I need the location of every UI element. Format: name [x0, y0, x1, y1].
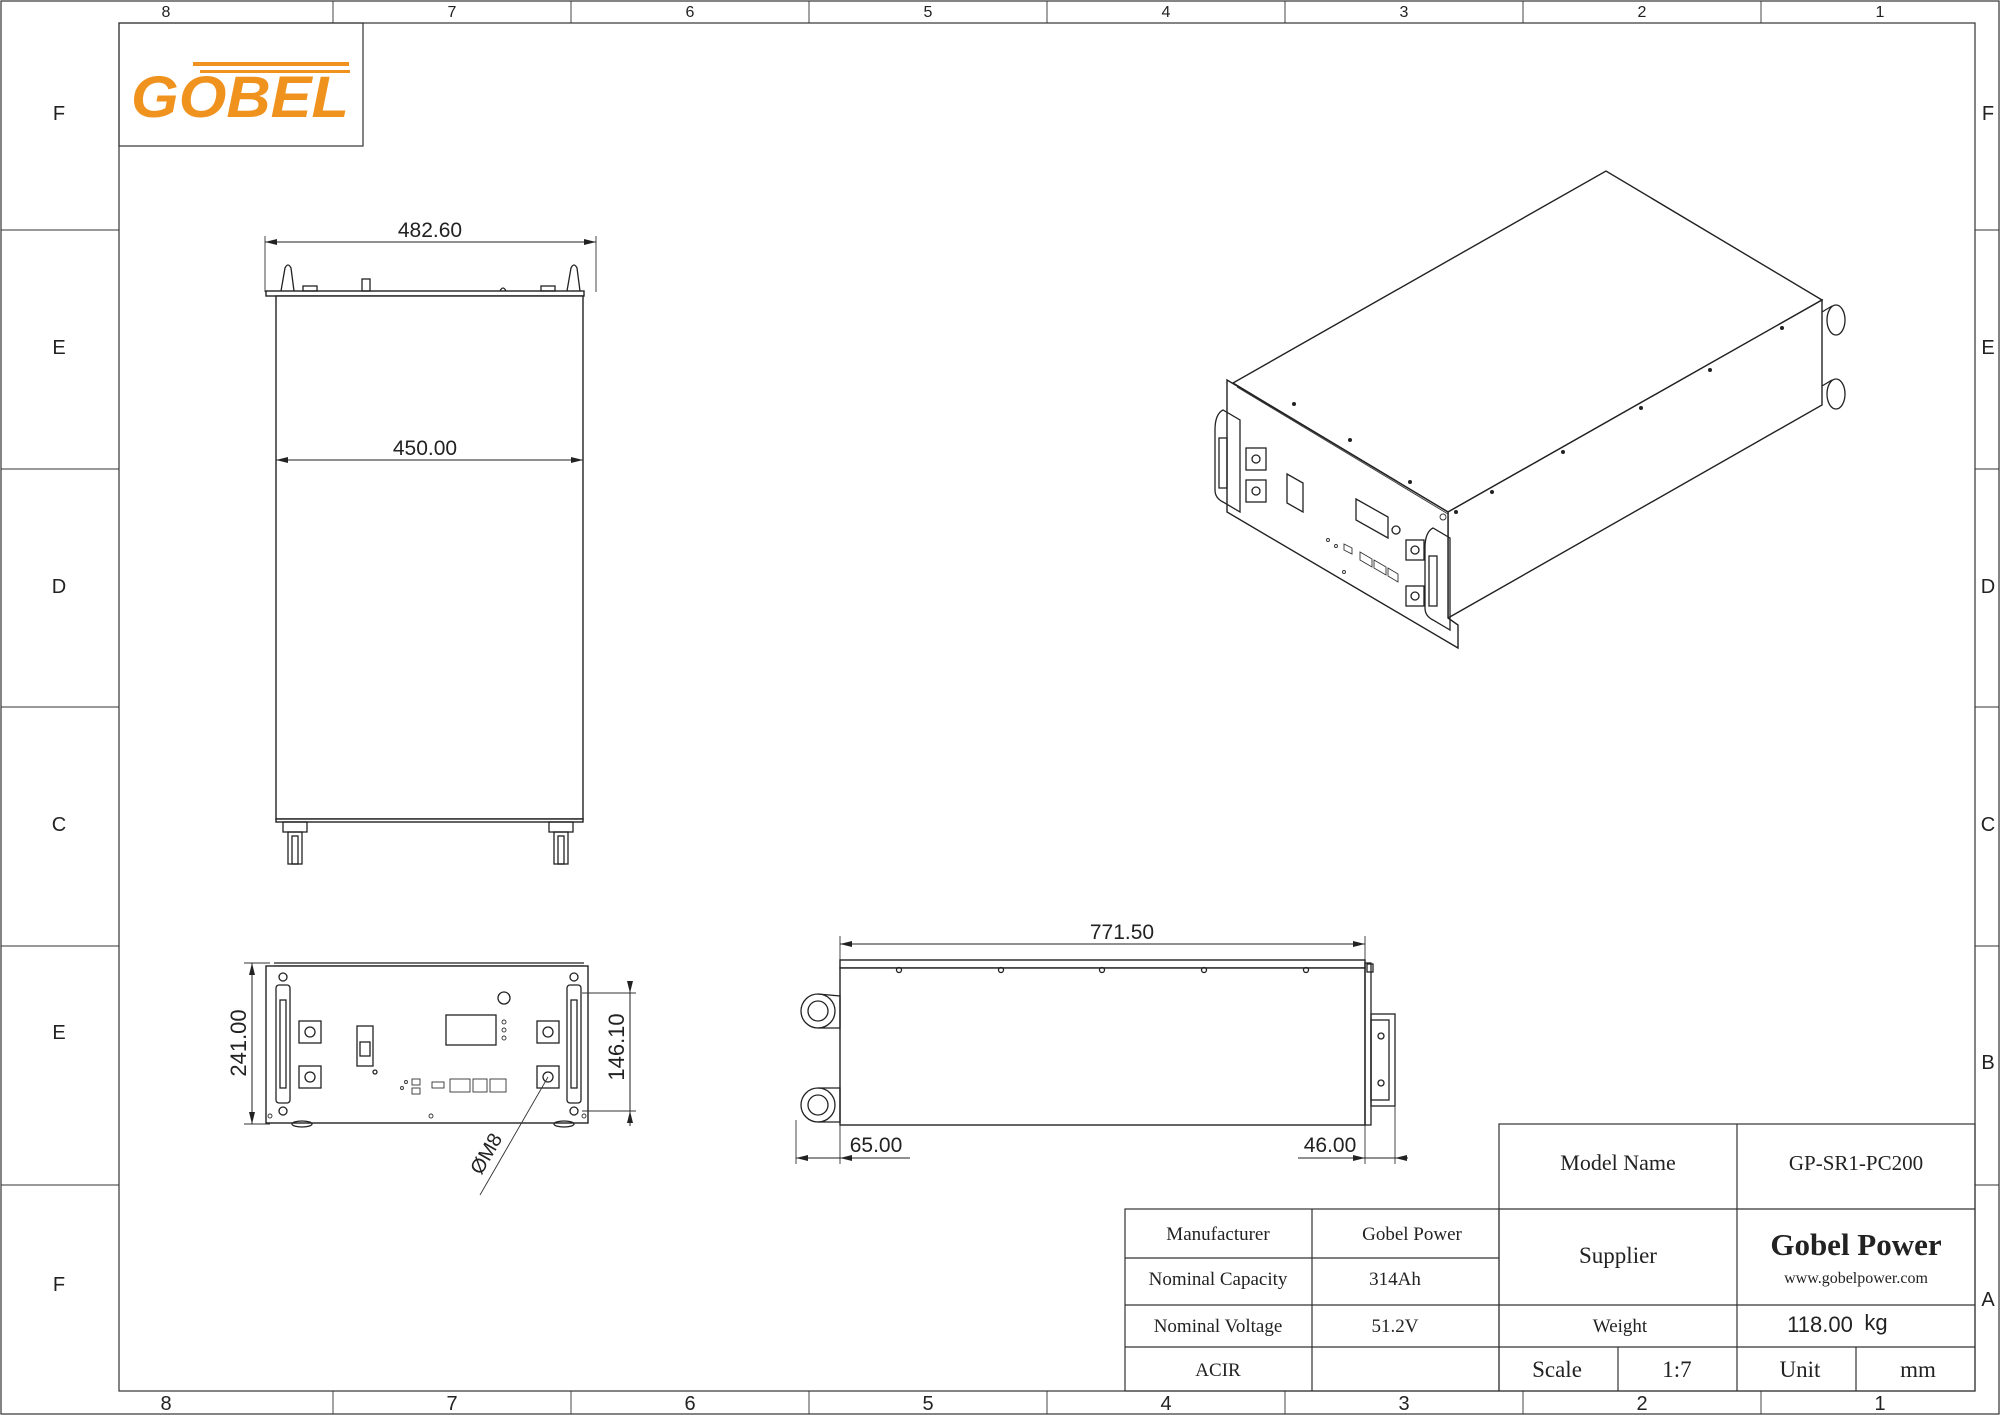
row-label: E [1981, 337, 1994, 359]
supplier-url: www.gobelpower.com [1784, 1270, 1928, 1287]
col-label: 4 [1162, 4, 1171, 21]
col-label: 8 [162, 4, 171, 21]
row-label: E [52, 1022, 65, 1044]
col-label: 8 [160, 1393, 171, 1415]
scale-value: 1:7 [1662, 1357, 1691, 1382]
col-label: 7 [446, 1393, 457, 1415]
voltage-value: 51.2V [1372, 1316, 1419, 1337]
acir-label: ACIR [1195, 1360, 1241, 1381]
supplier-label: Supplier [1579, 1243, 1657, 1268]
gobel-logo: GOBEL [131, 62, 350, 130]
dim-front-height: 241.00 [226, 1009, 251, 1076]
dim-front-inner-height: 146.10 [604, 1013, 629, 1080]
front-terminals [298, 1020, 560, 1089]
scale-label: Scale [1532, 1357, 1582, 1382]
dim-side-right-offset: 46.00 [1304, 1134, 1357, 1157]
logo-box: GOBEL [118, 22, 364, 147]
dim-top-outer-width: 482.60 [398, 219, 462, 242]
col-label: 3 [1398, 1393, 1409, 1415]
title-block: Model Name GP-SR1-PC200 Supplier Gobel P… [1124, 1123, 1976, 1392]
col-label: 6 [684, 1393, 695, 1415]
row-label: F [53, 1274, 65, 1296]
unit-label: Unit [1780, 1357, 1822, 1382]
dim-bolt-m8: ØM8 [466, 1130, 507, 1179]
front-ports [400, 1078, 507, 1095]
row-label: C [1981, 814, 1995, 836]
row-label: F [53, 103, 65, 125]
top-view: 482.60 450.00 [264, 219, 597, 865]
caster-left [282, 821, 308, 865]
row-labels-right: F E D C B A [1981, 103, 1996, 1311]
dim-side-length: 771.50 [1090, 921, 1154, 944]
row-label: A [1981, 1289, 1995, 1311]
dim-side-left-offset: 65.00 [850, 1134, 903, 1157]
col-label: 1 [1874, 1393, 1885, 1415]
isometric-view [1214, 170, 1846, 650]
voltage-label: Nominal Voltage [1154, 1316, 1283, 1337]
col-label: 4 [1160, 1393, 1171, 1415]
manufacturer-value: Gobel Power [1362, 1224, 1462, 1245]
column-labels-bottom: 8 7 6 5 4 3 2 1 [160, 1393, 1885, 1415]
supplier-name: Gobel Power [1770, 1227, 1942, 1262]
row-label: C [52, 814, 66, 836]
col-label: 3 [1400, 4, 1409, 21]
row-label: F [1982, 103, 1994, 125]
row-labels-left: F E D C E F [52, 103, 66, 1296]
capacity-label: Nominal Capacity [1149, 1269, 1288, 1290]
caster-right [548, 821, 574, 865]
manufacturer-label: Manufacturer [1166, 1224, 1270, 1245]
col-label: 1 [1876, 4, 1885, 21]
row-label: E [52, 337, 65, 359]
dim-top-inner-width: 450.00 [393, 437, 457, 460]
unit-value: mm [1900, 1357, 1936, 1382]
column-labels-top: 8 7 6 5 4 3 2 1 [162, 4, 1885, 21]
model-name-value: GP-SR1-PC200 [1789, 1151, 1923, 1175]
col-label: 2 [1636, 1393, 1647, 1415]
model-name-label: Model Name [1560, 1150, 1675, 1175]
weight-value: 118.00 [1787, 1312, 1853, 1337]
front-handle-left [275, 972, 291, 1116]
side-caster-bottom [800, 1087, 841, 1123]
capacity-value: 314Ah [1369, 1269, 1421, 1290]
side-caster-top [800, 993, 841, 1029]
logo-text: GOBEL [131, 65, 349, 130]
weight-label: Weight [1593, 1316, 1648, 1337]
col-label: 6 [686, 4, 695, 21]
col-label: 2 [1638, 4, 1647, 21]
side-view: 771.50 65.00 [795, 921, 1408, 1164]
col-label: 7 [448, 4, 457, 21]
row-label: D [1981, 576, 1995, 598]
row-label: D [52, 576, 66, 598]
col-label: 5 [922, 1393, 933, 1415]
row-label: B [1981, 1052, 1994, 1074]
front-view: 241.00 146.10 [226, 962, 636, 1196]
col-label: 5 [924, 4, 933, 21]
weight-unit: kg [1864, 1310, 1887, 1335]
front-handle-right [566, 972, 582, 1116]
